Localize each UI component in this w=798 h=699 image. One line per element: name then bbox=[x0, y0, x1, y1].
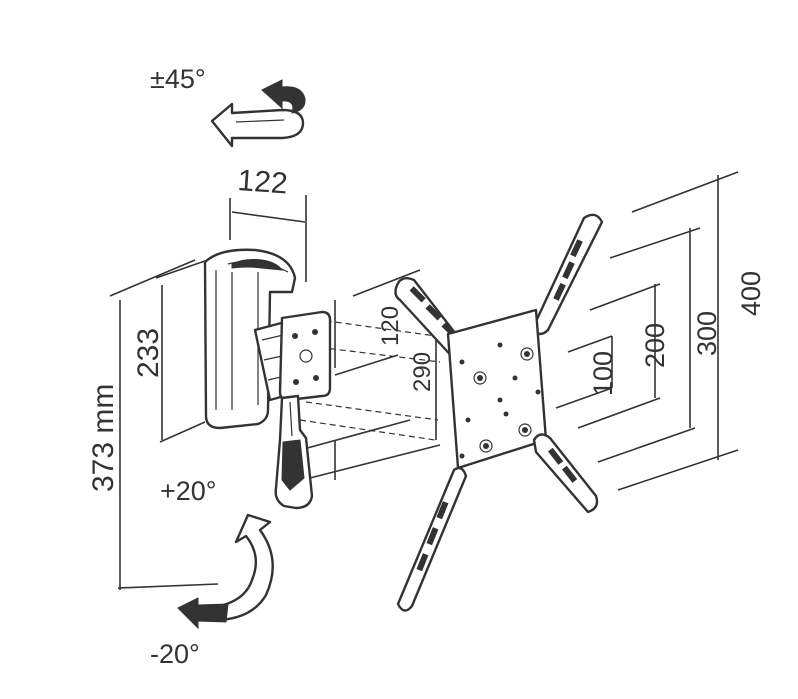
overall-height-label: 373 mm bbox=[87, 384, 120, 492]
vesa-290-label: 290 bbox=[409, 352, 436, 392]
adjustment-handle bbox=[274, 394, 314, 510]
vesa-100-label: 100 bbox=[588, 351, 618, 396]
tilt-arrow-icon bbox=[177, 513, 274, 630]
swivel-angle-label: ±45° bbox=[150, 64, 206, 94]
vesa-300-label: 300 bbox=[692, 311, 722, 356]
swivel-arrow-icon bbox=[210, 79, 306, 148]
tilt-down-label: -20° bbox=[150, 639, 200, 669]
vesa-200-label: 200 bbox=[640, 323, 670, 368]
vesa-120-label: 120 bbox=[377, 306, 404, 346]
tilt-up-label: +20° bbox=[160, 476, 217, 506]
tilt-arm bbox=[253, 310, 332, 402]
tv-adapter-plate bbox=[394, 213, 604, 612]
arm-depth-label: 122 bbox=[237, 164, 289, 200]
dimension-lines bbox=[109, 171, 739, 590]
vesa-400-label: 400 bbox=[736, 271, 766, 316]
bracket-height-label: 233 bbox=[132, 328, 165, 378]
